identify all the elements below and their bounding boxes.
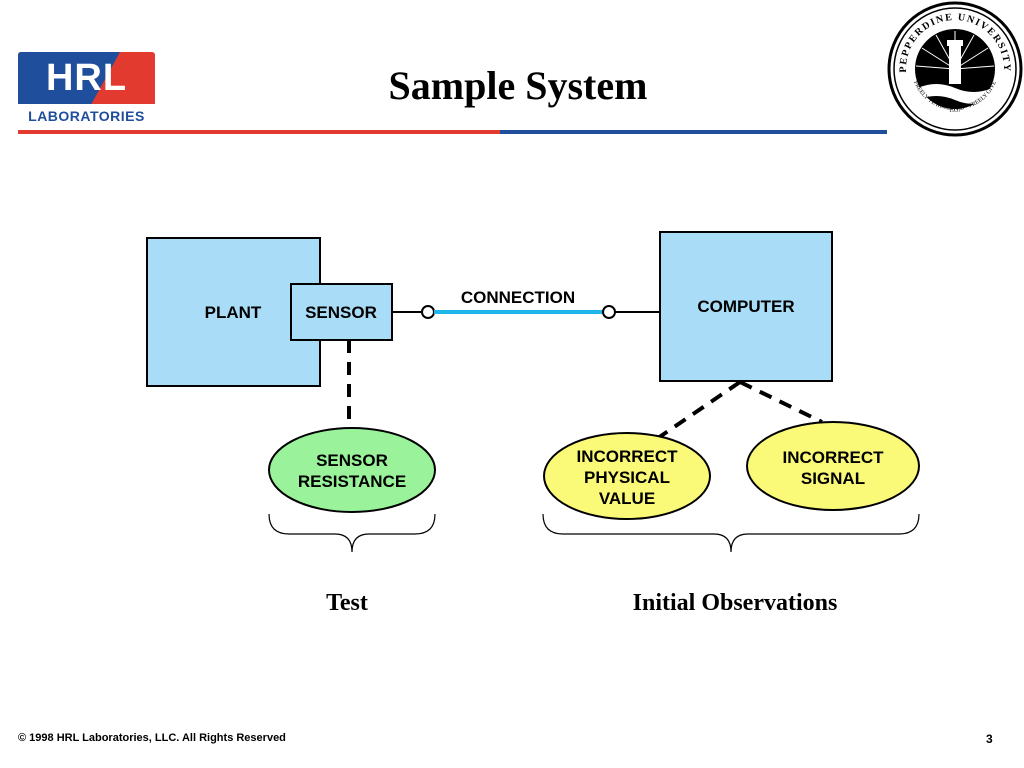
logo-sub-text: LABORATORIES <box>28 108 145 124</box>
incorrect-signal-line-2: SIGNAL <box>801 469 865 488</box>
incorrect-physical-value-line-1: INCORRECT <box>576 447 678 466</box>
computer-physical-link <box>656 380 742 440</box>
computer-box <box>659 231 833 382</box>
incorrect-signal-ellipse <box>746 421 920 511</box>
logo-main-text: HRL <box>45 57 128 99</box>
connection-terminal-right <box>602 305 616 319</box>
sensor-resistance-line-2: RESISTANCE <box>298 472 406 491</box>
copyright-notice: © 1998 HRL Laboratories, LLC. All Rights… <box>18 732 286 744</box>
computer-label: COMPUTER <box>697 297 794 316</box>
page-number: 3 <box>986 732 993 746</box>
slide-title: Sample System <box>388 63 648 108</box>
university-seal: PEPPERDINE UNIVERSITY FREELY YE RECEIVED… <box>887 1 1023 137</box>
sensor-label: SENSOR <box>305 303 377 322</box>
incorrect-physical-value-line-3: VALUE <box>599 489 655 508</box>
test-brace <box>268 513 436 553</box>
observations-brace <box>542 513 920 553</box>
computer-signal-link <box>739 380 823 424</box>
sensor-resistance-ellipse <box>268 427 436 513</box>
hrl-logo: HRL LABORATORIES <box>18 52 155 126</box>
logo-badge: HRL <box>18 52 155 104</box>
seal-year: 1937 <box>949 108 961 114</box>
test-caption: Test <box>326 590 368 616</box>
incorrect-physical-value-line-2: PHYSICAL <box>584 468 670 487</box>
sensor-box <box>290 283 393 341</box>
sensor-resistance-line-1: SENSOR <box>316 451 388 470</box>
plant-label: PLANT <box>205 303 262 322</box>
initial-observations-caption: Initial Observations <box>632 590 838 616</box>
seal-lighthouse <box>949 44 961 84</box>
header-rule-blue <box>500 130 887 134</box>
incorrect-signal-line-1: INCORRECT <box>782 448 884 467</box>
connection-terminal-left <box>421 305 435 319</box>
incorrect-physical-value-ellipse <box>543 432 711 520</box>
connection-label: CONNECTION <box>461 288 575 307</box>
seal-waves <box>918 84 992 104</box>
header-rule-red <box>18 130 500 134</box>
